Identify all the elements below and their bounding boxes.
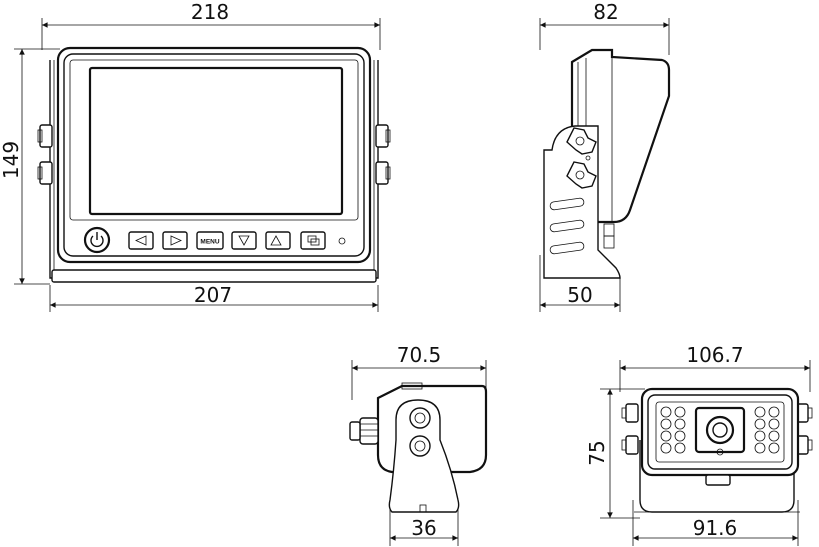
arrow-right-icon xyxy=(170,235,182,246)
menu-button[interactable]: MENU xyxy=(196,231,224,250)
source-icon xyxy=(307,235,320,246)
dim-camera-side-width-top: 70.5 xyxy=(397,343,442,367)
down-button[interactable] xyxy=(231,231,257,250)
dim-camera-front-height: 75 xyxy=(585,440,609,465)
dim-monitor-front-width-top: 218 xyxy=(191,0,229,24)
right-button[interactable] xyxy=(162,231,188,250)
power-icon xyxy=(90,232,104,248)
left-button[interactable] xyxy=(128,231,154,250)
menu-label: MENU xyxy=(200,239,219,246)
camera-front-view: 106.7 75 91.6 xyxy=(585,343,813,546)
monitor-front-view: 218 149 207 xyxy=(0,0,391,312)
arrow-up-icon xyxy=(270,235,282,246)
dim-camera-front-width-bottom: 91.6 xyxy=(693,516,738,540)
camera-side-view: 70.5 36 xyxy=(349,343,488,546)
arrow-down-icon xyxy=(238,235,250,246)
arrow-left-icon xyxy=(135,235,147,246)
dim-monitor-front-width-bottom: 207 xyxy=(194,283,232,307)
monitor-side-view: 82 50 xyxy=(539,0,671,312)
up-button[interactable] xyxy=(265,231,291,250)
dim-camera-front-width-top: 106.7 xyxy=(686,343,743,367)
dim-camera-side-width-bottom: 36 xyxy=(411,516,436,540)
source-button[interactable] xyxy=(300,231,326,250)
dim-monitor-front-height: 149 xyxy=(0,141,23,179)
indicator-led xyxy=(338,237,346,245)
dim-monitor-side-depth-top: 82 xyxy=(593,0,618,24)
power-button[interactable] xyxy=(83,226,111,254)
dim-monitor-side-depth-bottom: 50 xyxy=(567,283,592,307)
